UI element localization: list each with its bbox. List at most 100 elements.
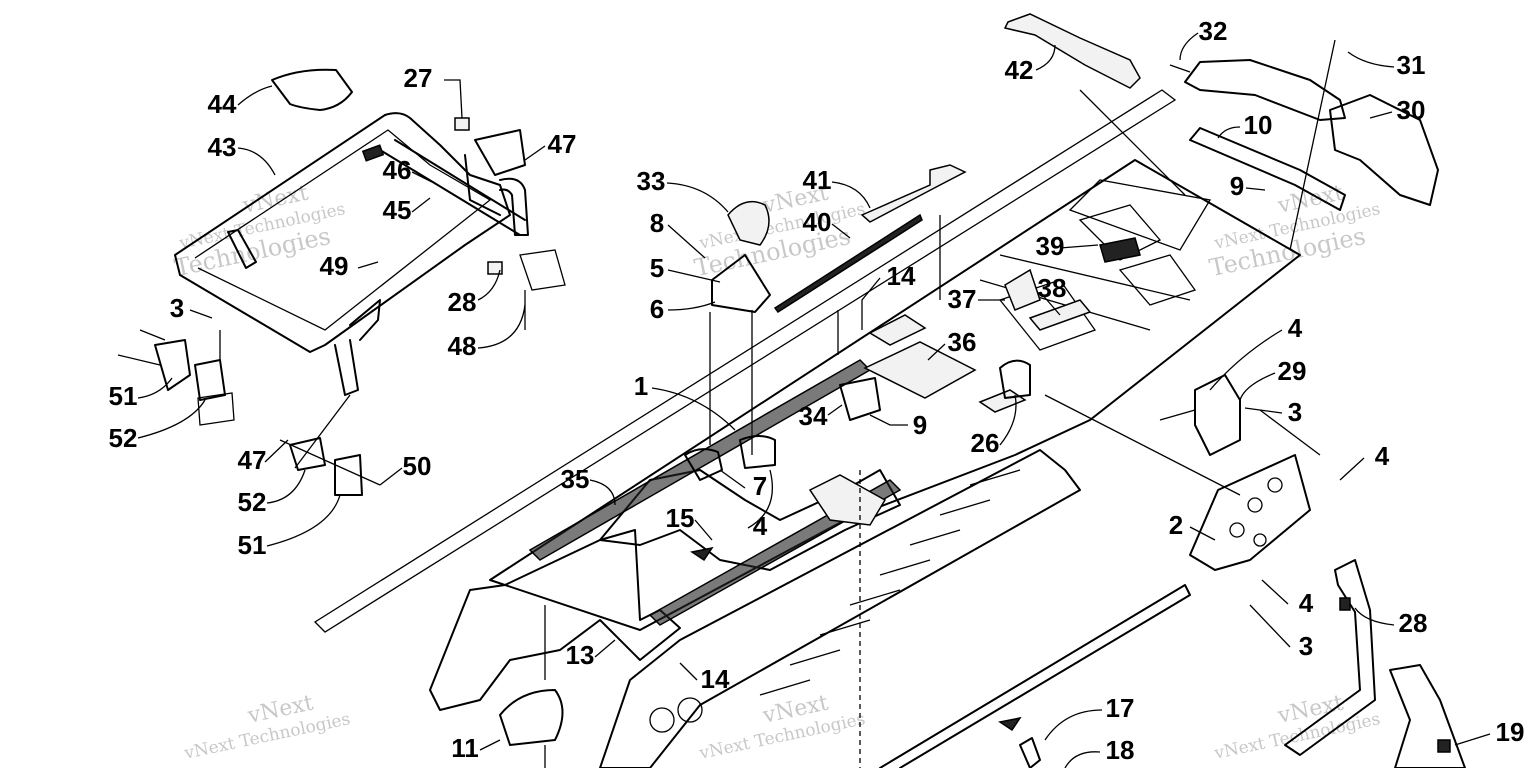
rack-assembly bbox=[117, 68, 566, 496]
rack-drop-lines bbox=[219, 290, 526, 469]
tunnel-chevron-3 bbox=[998, 279, 1097, 351]
callout-1: 1 bbox=[634, 371, 648, 401]
rack-handle bbox=[227, 229, 257, 269]
cover-plate-11 bbox=[499, 689, 564, 746]
callout-30: 30 bbox=[1397, 95, 1426, 125]
panel-37 bbox=[868, 314, 927, 346]
callout-11: 11 bbox=[451, 733, 479, 763]
lower-strut-17 bbox=[1019, 737, 1041, 768]
dash-parts bbox=[709, 164, 967, 455]
callout-4-right-mid: 4 bbox=[1375, 441, 1390, 471]
right-leader-lines bbox=[1044, 394, 1321, 496]
rear-bumper-assembly bbox=[1003, 13, 1439, 251]
plate-2-hole-2 bbox=[1247, 497, 1263, 513]
callout-41: 41 bbox=[803, 165, 832, 195]
callout-36: 36 bbox=[948, 327, 977, 357]
callout-43: 43 bbox=[208, 132, 237, 162]
callout-37: 37 bbox=[948, 284, 977, 314]
callout-4-center: 4 bbox=[753, 511, 768, 541]
callout-9-right: 9 bbox=[1230, 171, 1244, 201]
callout-47-bottom: 47 bbox=[238, 445, 267, 475]
callout-52-top: 52 bbox=[109, 423, 138, 453]
callout-13: 13 bbox=[566, 640, 595, 670]
callout-7: 7 bbox=[753, 471, 767, 501]
storage-bin bbox=[727, 200, 770, 246]
rack-rubber-block bbox=[487, 261, 503, 275]
lower-hole-2 bbox=[677, 697, 703, 723]
callout-39: 39 bbox=[1036, 231, 1065, 261]
panel-36 bbox=[863, 341, 977, 399]
decal-39 bbox=[1099, 237, 1141, 263]
footrest-rungs bbox=[759, 469, 1021, 696]
tunnel-left-side bbox=[429, 529, 681, 711]
rack-cover bbox=[271, 68, 353, 111]
callout-5: 5 bbox=[650, 253, 664, 283]
watermark-top-right: vNext vNext Technologies Technologies bbox=[1207, 181, 1382, 283]
panel-26 bbox=[978, 389, 1027, 413]
tunnel-side-rail bbox=[599, 449, 1081, 768]
plate-2-hole-1 bbox=[1229, 522, 1245, 538]
callout-52-bottom: 52 bbox=[238, 487, 267, 517]
mount-plate-7 bbox=[684, 448, 723, 481]
callout-17: 17 bbox=[1106, 693, 1135, 723]
bracket-10 bbox=[1189, 127, 1346, 211]
tunnel-coupling bbox=[808, 474, 887, 526]
long-strip-41 bbox=[860, 164, 967, 223]
callout-3-left: 3 bbox=[170, 293, 184, 323]
lower-hole-1 bbox=[649, 707, 675, 733]
callout-10: 10 bbox=[1244, 110, 1273, 140]
rear-plate-19 bbox=[1389, 664, 1466, 768]
rear-plate-clip bbox=[1437, 739, 1451, 753]
callout-34: 34 bbox=[799, 401, 828, 431]
callout-numbers: 44 27 43 47 46 45 49 28 48 3 51 52 47 50… bbox=[109, 16, 1525, 765]
bracket-26 bbox=[999, 359, 1031, 399]
callout-27: 27 bbox=[404, 63, 433, 93]
rack-frame-inner bbox=[194, 129, 492, 331]
callout-38: 38 bbox=[1038, 273, 1067, 303]
frame-assembly-outline bbox=[313, 89, 1177, 633]
callout-4-right-bottom: 4 bbox=[1299, 588, 1314, 618]
plate-2-hole-4 bbox=[1253, 533, 1267, 547]
bumper-30 bbox=[1329, 94, 1439, 206]
rack-foot-pad bbox=[519, 249, 566, 291]
plate-2 bbox=[1189, 454, 1311, 571]
callout-3-right-top: 3 bbox=[1288, 397, 1302, 427]
callout-46: 46 bbox=[383, 155, 412, 185]
callout-14-top: 14 bbox=[887, 261, 916, 291]
callout-32: 32 bbox=[1199, 16, 1228, 46]
callout-42: 42 bbox=[1005, 55, 1034, 85]
watermark-bottom-left: vNext vNext Technologies bbox=[182, 691, 352, 765]
arrow-marker-bottom bbox=[998, 716, 1022, 732]
callout-4-right-top: 4 bbox=[1288, 313, 1303, 343]
callout-47-top: 47 bbox=[548, 129, 577, 159]
callout-45: 45 bbox=[383, 195, 412, 225]
callout-2: 2 bbox=[1169, 510, 1183, 540]
rack-crossbar bbox=[379, 139, 526, 236]
callout-9-center: 9 bbox=[913, 410, 927, 440]
plate-29 bbox=[1194, 374, 1241, 456]
callout-leaders bbox=[137, 32, 1491, 768]
grab-bar-clip bbox=[1339, 597, 1351, 611]
callout-8: 8 bbox=[650, 208, 664, 238]
mount-plate-4 bbox=[739, 435, 776, 469]
rack-top-clip bbox=[454, 117, 470, 131]
callout-48: 48 bbox=[448, 331, 477, 361]
tunnel-chevron-2 bbox=[1118, 254, 1197, 306]
callout-51-bottom: 51 bbox=[238, 530, 267, 560]
rack-bolt-line bbox=[117, 329, 381, 486]
long-strip-40 bbox=[773, 213, 923, 314]
callout-19: 19 bbox=[1496, 717, 1525, 747]
callout-28-right: 28 bbox=[1399, 608, 1428, 638]
rack-bracket-left bbox=[154, 339, 226, 401]
rack-bracket-lower bbox=[289, 437, 363, 496]
rack-bracket-left-pad bbox=[197, 392, 235, 426]
callout-26: 26 bbox=[971, 428, 1000, 458]
callout-49: 49 bbox=[320, 251, 349, 281]
callout-35: 35 bbox=[561, 464, 590, 494]
callout-40: 40 bbox=[803, 207, 832, 237]
rack-tube-bend bbox=[499, 177, 529, 236]
callout-29: 29 bbox=[1278, 356, 1307, 386]
footrest-rail bbox=[879, 584, 1191, 768]
rack-clamp bbox=[464, 129, 526, 216]
